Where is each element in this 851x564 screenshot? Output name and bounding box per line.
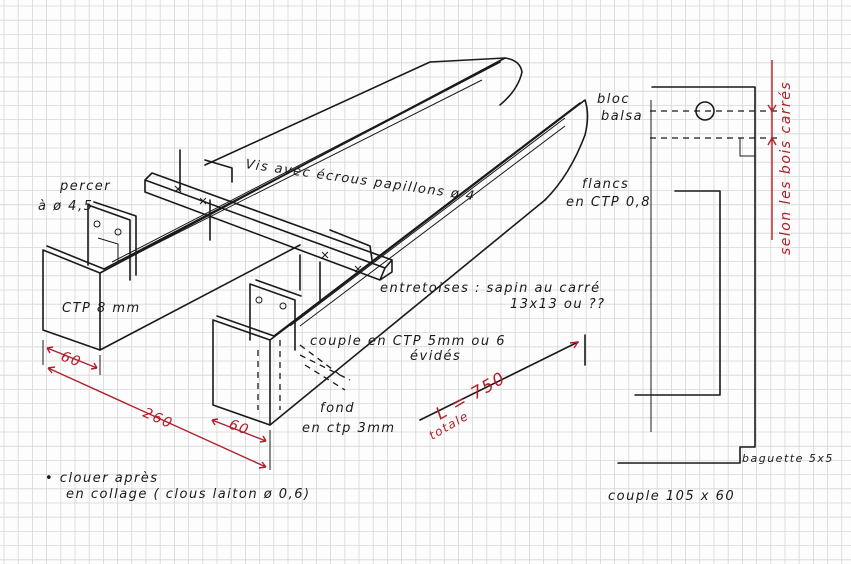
label-baguette: baguette 5x5 [742, 452, 834, 465]
label-flancs-ctp: en CTP 0,8 [566, 195, 651, 210]
label-percer-dia: à ø 4,5 [38, 199, 93, 214]
crossbeam [144, 149, 393, 301]
label-fond: fond [320, 401, 355, 416]
label-clouer: • clouer après [45, 471, 159, 486]
couple-detail [617, 60, 780, 464]
label-vis: Vis avec écrous papillons ø 4 [244, 157, 476, 204]
label-couple-dim: couple 105 x 60 [608, 489, 735, 504]
annotations: percer à ø 4,5 Vis avec écrous papillons… [38, 81, 834, 504]
label-collage: en collage ( clous laiton ø 0,6) [66, 487, 311, 502]
dimension-lines [42, 334, 586, 470]
label-evides: évidés [410, 349, 461, 364]
label-entretoises-dim: 13x13 ou ?? [510, 297, 606, 312]
dim-width-left: 60 [59, 349, 84, 371]
right-hull [212, 99, 589, 426]
label-balsa-text: balsa [601, 109, 643, 124]
label-couple: couple en CTP 5mm ou 6 [310, 334, 506, 349]
label-entretoises: entretoises : sapin au carré [380, 281, 601, 296]
label-percer: percer [59, 179, 111, 194]
label-bloc: bloc [597, 92, 630, 107]
label-ctp8: CTP 8 mm [62, 301, 141, 316]
left-couple [87, 201, 137, 281]
label-fond-ctp: en ctp 3mm [302, 421, 396, 436]
dim-width-right: 60 [227, 417, 252, 439]
label-selon: selon les bois carrés [778, 81, 794, 255]
label-flancs: flancs [582, 177, 629, 192]
left-hull [42, 57, 523, 351]
